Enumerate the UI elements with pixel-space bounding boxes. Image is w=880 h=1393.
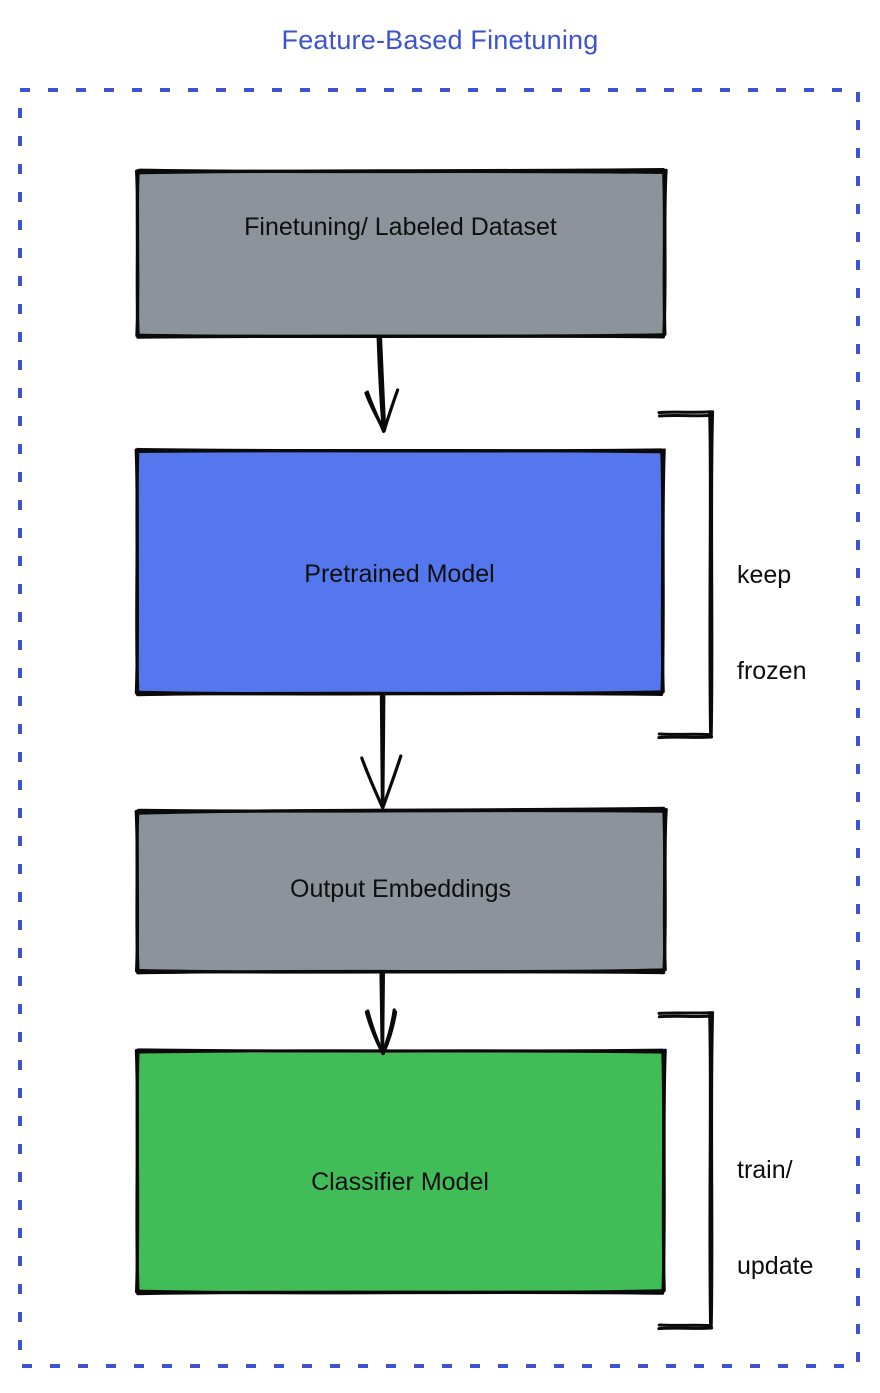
annotation-keep-frozen-line2: frozen xyxy=(737,657,807,685)
annotation-keep-frozen-line1: keep xyxy=(737,561,792,589)
node-embeddings-fill xyxy=(137,812,664,970)
node-classifier-fill xyxy=(137,1053,663,1291)
node-pretrained-fill xyxy=(137,452,662,692)
node-dataset[interactable]: Finetuning/ Labeled Dataset xyxy=(135,168,668,339)
node-classifier[interactable]: Classifier Model xyxy=(134,1048,667,1296)
dashed-container-frame xyxy=(18,88,860,1368)
annotation-keep-frozen: keep frozen xyxy=(737,495,806,751)
annotation-train-update-line2: update xyxy=(737,1252,814,1280)
node-pretrained[interactable]: Pretrained Model xyxy=(134,447,666,697)
node-embeddings[interactable]: Output Embeddings xyxy=(134,806,668,975)
annotation-train-update-line1: train/ xyxy=(737,1156,793,1184)
node-dataset-label: Finetuning/ Labeled Dataset xyxy=(244,213,557,242)
node-pretrained-label: Pretrained Model xyxy=(304,559,495,588)
node-dataset-fill xyxy=(137,172,664,335)
annotation-train-update: train/ update xyxy=(737,1090,813,1346)
node-classifier-label: Classifier Model xyxy=(311,1167,489,1196)
node-embeddings-label: Output Embeddings xyxy=(290,874,511,903)
page-title: Feature-Based Finetuning xyxy=(281,25,599,55)
